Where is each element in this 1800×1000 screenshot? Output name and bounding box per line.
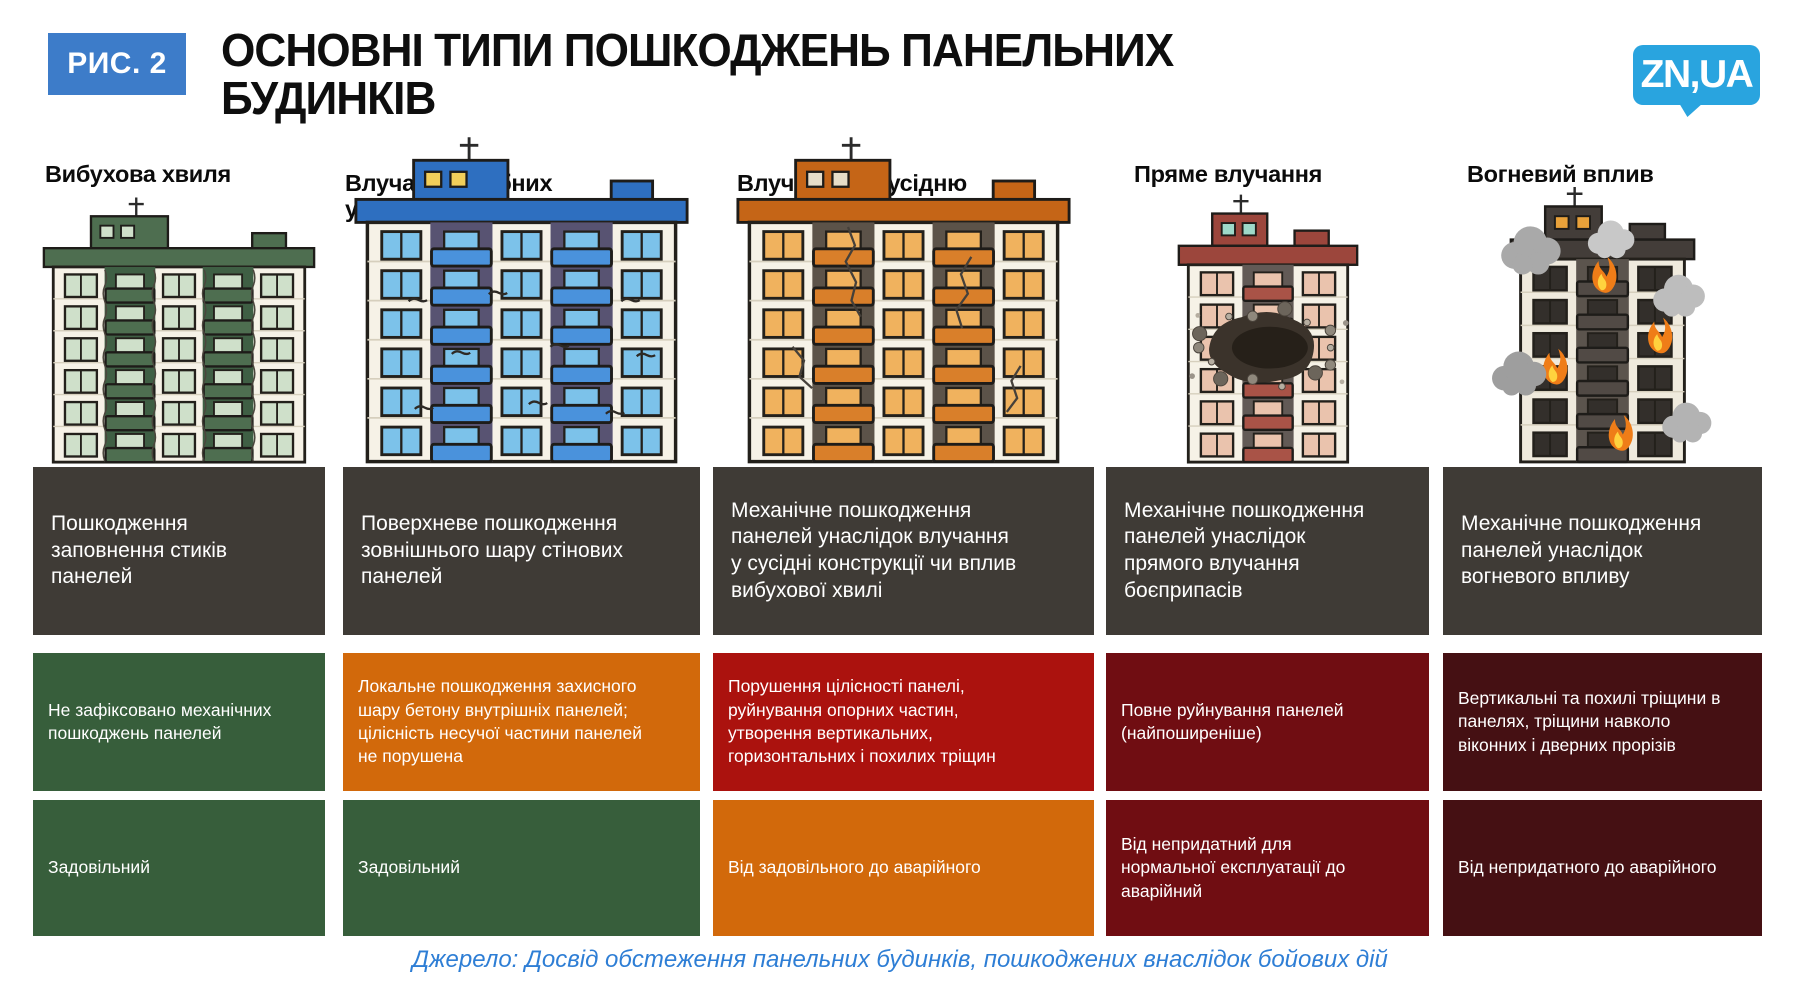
- source-caption: Джерело: Досвід обстеження панельних буд…: [412, 946, 1388, 973]
- building-illustration-blast-wave-icon: [33, 186, 325, 464]
- damage-box: Не зафіксовано механічних пошкоджень пан…: [33, 653, 325, 791]
- znua-logo-text: ZN,UA: [1640, 53, 1754, 96]
- description-box: Пошкодження заповнення стиків панелей: [33, 467, 325, 635]
- damage-text: Повне руйнування панелей (найпоширеніше): [1121, 699, 1344, 743]
- building-illustration-neighbor-hit-icon: [713, 137, 1094, 464]
- damage-text: Не зафіксовано механічних пошкоджень пан…: [48, 699, 272, 743]
- status-text: Від непридатний для нормальної експлуата…: [1121, 834, 1346, 901]
- description-text: Механічне пошкодження панелей унаслідок …: [1461, 512, 1702, 589]
- damage-text: Порушення цілісності панелі, руйнування …: [728, 676, 996, 767]
- status-text: Від задовільного до аварійного: [728, 857, 981, 878]
- status-text: Від непридатного до аварійного: [1458, 857, 1717, 878]
- column-direct-hit: Пряме влучання Механічне пошкодження пан…: [1106, 0, 1429, 1000]
- column-neighboring-hit: Влучання в сусідню будівлю Механічне пош…: [713, 0, 1094, 1000]
- damage-text: Вертикальні та похилі тріщини в панелях,…: [1458, 688, 1721, 755]
- building-illustration-fire-icon: [1443, 186, 1762, 464]
- building-illustration-fragments-icon: [343, 137, 700, 464]
- column-blast-wave: Вибухова хвиля Пошкодження заповнення ст…: [33, 0, 325, 1000]
- description-box: Механічне пошкодження панелей унаслідок …: [1106, 467, 1429, 635]
- building-illustration-direct-hit-icon: [1106, 186, 1429, 464]
- status-box: Від непридатного до аварійного: [1443, 800, 1762, 936]
- description-box: Механічне пошкодження панелей унаслідок …: [1443, 467, 1762, 635]
- column-header: Вибухова хвиля: [45, 161, 231, 187]
- description-box: Механічне пошкодження панелей унаслідок …: [713, 467, 1094, 635]
- status-box: Задовільний: [343, 800, 700, 936]
- description-text: Механічне пошкодження панелей унаслідок …: [731, 498, 1017, 602]
- damage-box: Повне руйнування панелей (найпоширеніше): [1106, 653, 1429, 791]
- figure-badge: РИС. 2: [48, 33, 186, 95]
- description-box: Поверхневе пошкодження зовнішнього шару …: [343, 467, 700, 635]
- damage-box: Локальне пошкодження захисного шару бето…: [343, 653, 700, 791]
- column-header: Вогневий вплив: [1467, 161, 1654, 187]
- description-text: Поверхневе пошкодження зовнішнього шару …: [361, 512, 624, 589]
- column-small-fragments: Влучання дрібних уламків Поверхневе пошк…: [343, 0, 700, 1000]
- status-box: Задовільний: [33, 800, 325, 936]
- damage-text: Локальне пошкодження захисного шару бето…: [358, 676, 642, 767]
- status-box: Від непридатний для нормальної експлуата…: [1106, 800, 1429, 936]
- damage-box: Вертикальні та похилі тріщини в панелях,…: [1443, 653, 1762, 791]
- status-box: Від задовільного до аварійного: [713, 800, 1094, 936]
- description-text: Механічне пошкодження панелей унаслідок …: [1124, 498, 1365, 602]
- status-text: Задовільний: [48, 857, 150, 878]
- status-text: Задовільний: [358, 857, 460, 878]
- damage-box: Порушення цілісності панелі, руйнування …: [713, 653, 1094, 791]
- column-fire-impact: Вогневий вплив Механічне пошкодження пан…: [1443, 0, 1762, 1000]
- page-title: ОСНОВНІ ТИПИ ПОШКОДЖЕНЬ ПАНЕЛЬНИХ БУДИНК…: [221, 24, 1174, 125]
- description-text: Пошкодження заповнення стиків панелей: [51, 512, 228, 589]
- column-header: Пряме влучання: [1134, 161, 1323, 187]
- znua-logo: ZN,UA: [1633, 45, 1760, 105]
